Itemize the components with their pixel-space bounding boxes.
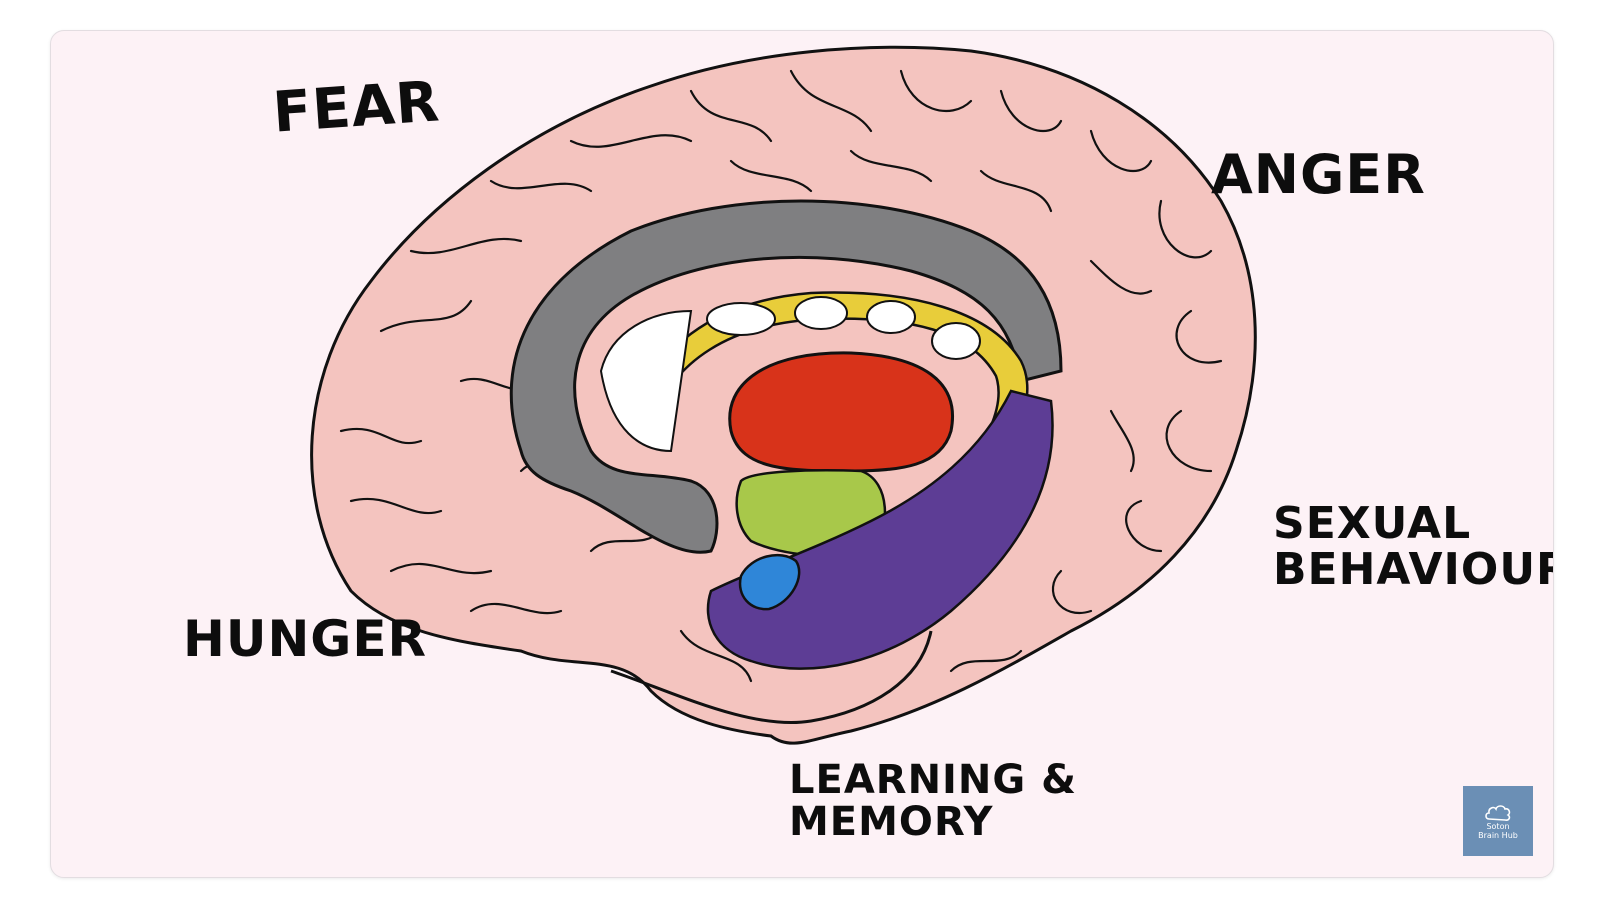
- brain-temporal-lobe: [610, 630, 933, 724]
- brain-illustration: [310, 45, 1257, 745]
- sexual-behaviour-label: SEXUAL BEHAVIOUR: [1273, 498, 1554, 596]
- sexual-behaviour-line2: BEHAVIOUR: [1273, 544, 1554, 596]
- fear-label: FEAR: [270, 69, 442, 146]
- hunger-label: HUNGER: [183, 610, 427, 668]
- inner-ventricle: [599, 309, 693, 453]
- diagram-frame: FEAR ANGER SEXUAL BEHAVIOUR HUNGER LEARN…: [50, 30, 1554, 878]
- logo-line1: Soton: [1486, 822, 1510, 832]
- fornix-holes: [706, 296, 981, 360]
- thalamus: [728, 351, 954, 473]
- brain-cloud-icon: [1485, 805, 1511, 822]
- learning-memory-line1: LEARNING &: [789, 757, 1078, 803]
- learning-memory-line2: MEMORY: [789, 799, 994, 845]
- hippocampus: [706, 389, 1054, 670]
- amygdala: [738, 553, 801, 611]
- soton-brain-hub-logo: Soton Brain Hub: [1463, 786, 1533, 856]
- learning-memory-label: LEARNING & MEMORY: [789, 759, 1077, 843]
- corpus-callosum: [509, 199, 1063, 554]
- logo-line2: Brain Hub: [1478, 831, 1518, 840]
- sexual-behaviour-line1: SEXUAL: [1273, 498, 1472, 549]
- anger-label: ANGER: [1211, 143, 1426, 206]
